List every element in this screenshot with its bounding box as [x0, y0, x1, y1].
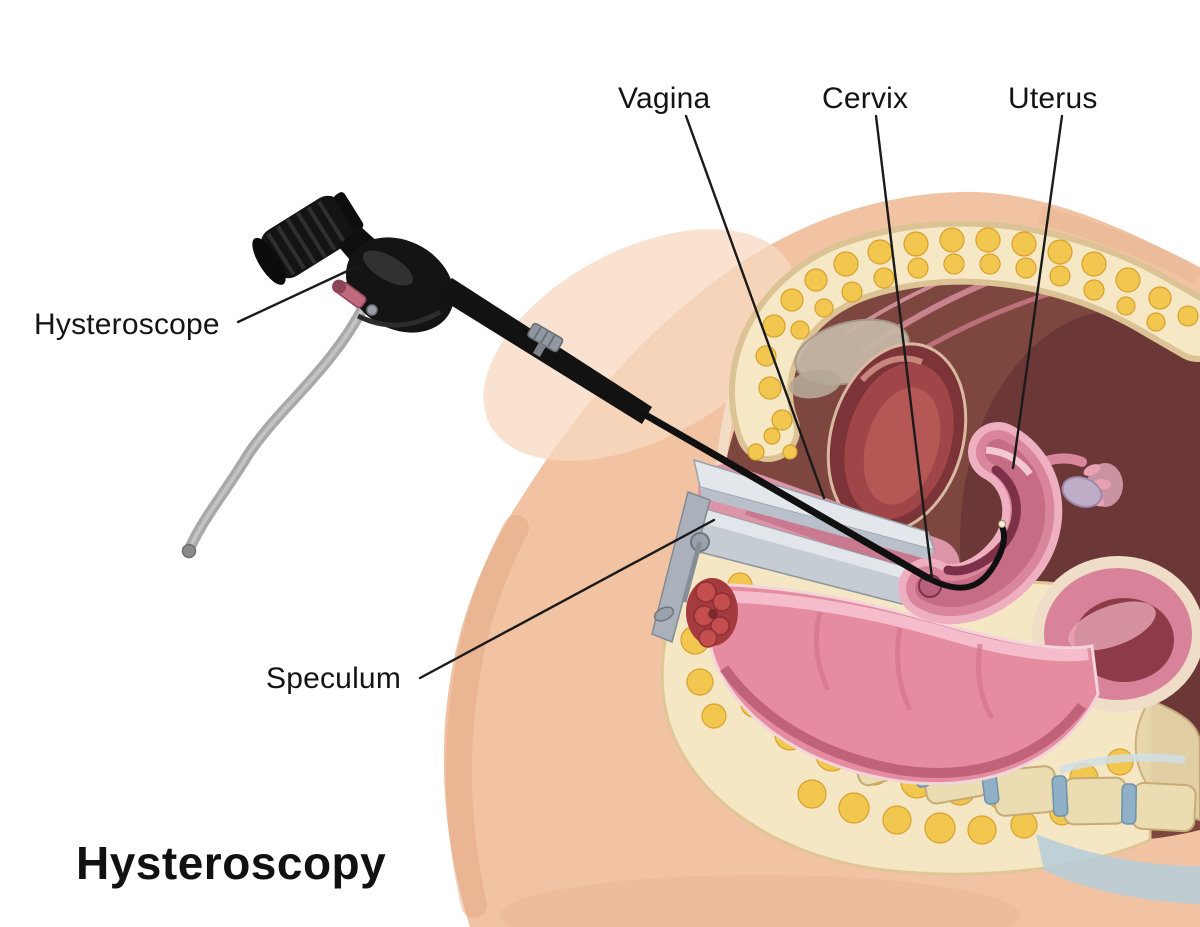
leader-line-speculum: [418, 518, 716, 680]
bottom-shadow: [500, 875, 1020, 927]
label-vagina: Vagina: [618, 82, 711, 115]
luer-port: [366, 304, 378, 316]
thigh-highlight: [483, 229, 797, 461]
leader-lines: [236, 114, 1064, 680]
hysteroscope-taper: [436, 278, 652, 424]
inflow-valve: [332, 279, 367, 309]
label-hysteroscope: Hysteroscope: [34, 308, 220, 341]
sheath-stopcock: [527, 322, 564, 357]
cable-end: [181, 543, 197, 559]
label-uterus: Uterus: [1008, 82, 1098, 115]
bladder: [818, 342, 968, 564]
leader-line-hysteroscope: [236, 265, 358, 324]
ovary: [1061, 476, 1103, 508]
rectum: [686, 578, 1100, 786]
hysteroscope-shaft: [640, 410, 932, 582]
hysteroscope-eyepiece: [252, 192, 364, 285]
scope-light-tip: [998, 520, 1006, 528]
label-speculum: Speculum: [266, 662, 402, 695]
leader-line-cervix: [874, 114, 934, 580]
hysteroscope-cable: [183, 300, 370, 556]
leader-line-uterus: [1011, 114, 1064, 470]
uterus: [898, 422, 1063, 625]
fat-lobules-top: [747, 227, 1199, 461]
leader-line-vagina: [684, 114, 826, 500]
fat-layer-top: [729, 220, 1200, 462]
hysteroscope-intrauterine-tip: [925, 523, 1007, 591]
buttock-shade: [446, 515, 529, 918]
pelvic-cartilage: [1036, 753, 1200, 904]
label-cervix: Cervix: [822, 82, 909, 115]
speculum: [651, 458, 936, 644]
upper-skin-shade: [1037, 206, 1200, 284]
anus: [686, 578, 738, 648]
hysteroscope-instrument: [181, 192, 1007, 591]
diagram-title: Hysteroscopy: [76, 837, 387, 889]
